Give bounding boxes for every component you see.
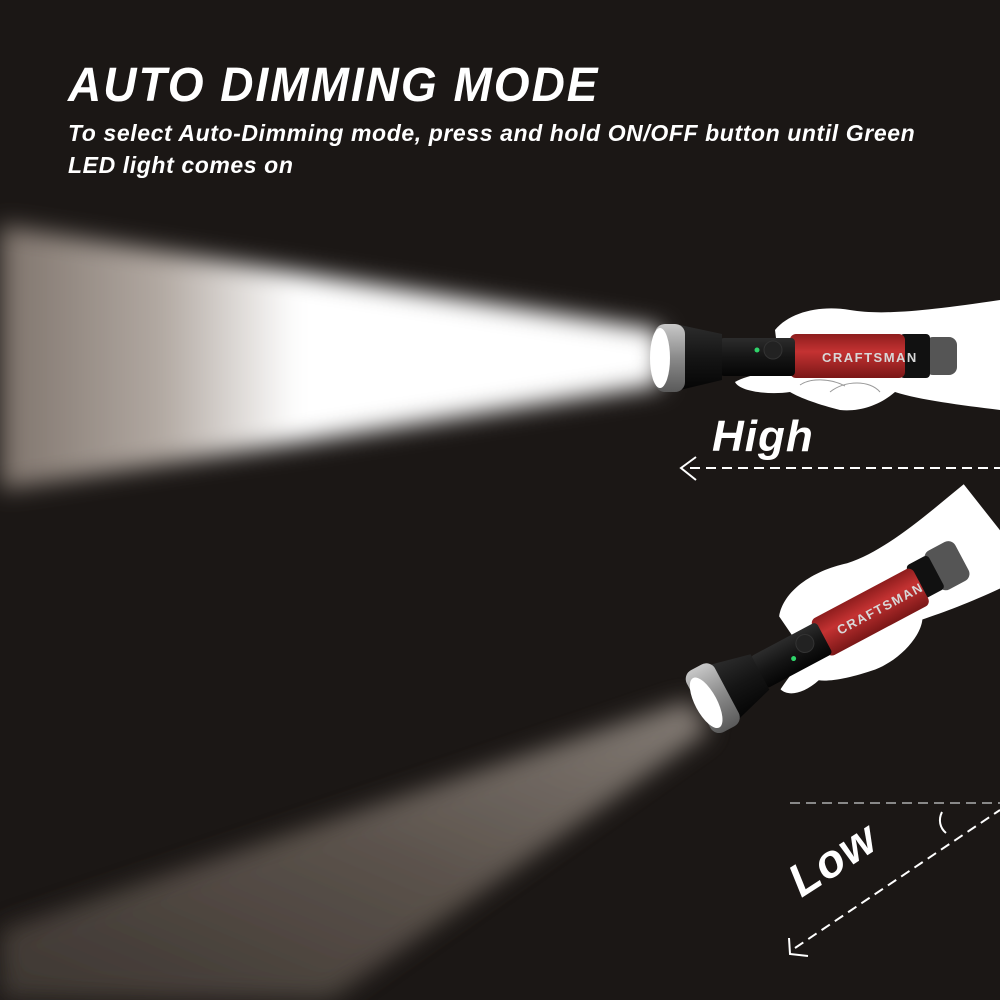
low-flashlight-group: CRAFTSMAN — [685, 484, 1000, 734]
high-beam — [0, 225, 660, 490]
flashlight-grip — [790, 334, 905, 378]
angle-arc — [938, 811, 947, 834]
lens — [689, 677, 723, 729]
high-label: High — [712, 412, 814, 461]
brand-logo: CRAFTSMAN — [822, 350, 918, 365]
instruction-text: To select Auto-Dimming mode, press and h… — [68, 120, 916, 178]
high-flashlight-group: CRAFTSMAN — [650, 300, 1000, 411]
low-beam — [0, 700, 710, 1000]
flashlight-grip — [811, 568, 929, 656]
low-arrow — [788, 802, 1000, 957]
power-button — [795, 634, 815, 654]
high-arrow — [679, 456, 1000, 481]
led-indicator — [791, 656, 797, 662]
led-indicator — [754, 347, 760, 353]
power-button — [763, 340, 783, 360]
page-title: AUTO DIMMING MODE — [68, 56, 600, 112]
tail-cap — [925, 337, 957, 375]
lens — [650, 328, 670, 388]
